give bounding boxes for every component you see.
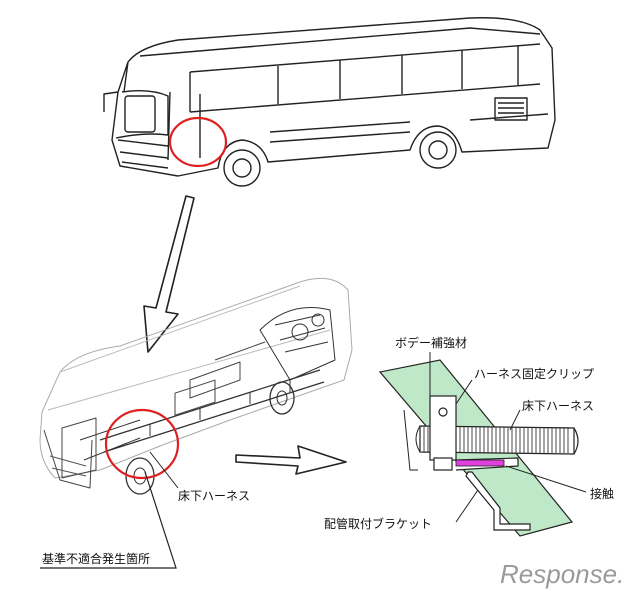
label-floor-harness-detail: 床下ハーネス: [522, 399, 594, 413]
detail-view: [378, 352, 587, 537]
label-pipe-bracket: 配管取付ブラケット: [324, 516, 432, 531]
leader-harness-clip: [455, 379, 473, 405]
leader-floor-harness-chassis: [149, 451, 179, 489]
highlight-circle-chassis: [104, 408, 180, 480]
leader-contact: [505, 465, 587, 493]
label-floor-harness-chassis: 床下ハーネス: [178, 489, 250, 503]
highlight-circle-exterior: [168, 116, 228, 168]
leader-floor-harness-detail: [509, 409, 521, 431]
bus-chassis-cutaway: [39, 277, 353, 495]
leader-nonconformity: [40, 471, 177, 569]
pipe-bracket: [465, 471, 531, 531]
response-watermark: Response.: [500, 559, 624, 589]
arrow-down: [143, 195, 195, 353]
label-body-reinforcement: ボデー補強材: [395, 335, 467, 350]
label-nonconformity-location: 基準不適合発生箇所: [42, 551, 150, 566]
leader-pipe-bracket: [455, 489, 479, 523]
arrow-right: [235, 445, 347, 475]
bus-exterior: [103, 17, 556, 187]
label-harness-clip: ハーネス固定クリップ: [474, 366, 594, 381]
contact-mark: [455, 459, 505, 467]
label-contact: 接触: [590, 486, 614, 501]
